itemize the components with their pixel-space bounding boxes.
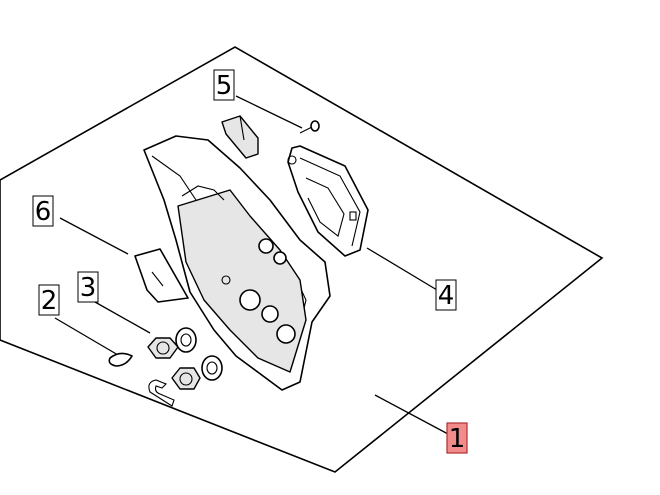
callout-3-label: 3	[80, 273, 97, 303]
leader-lines	[54, 95, 449, 435]
gasket-part	[134, 248, 189, 303]
leader-1	[374, 394, 449, 435]
leader-6	[59, 217, 129, 255]
leader-4	[366, 247, 438, 291]
chain-cover-part	[143, 135, 331, 391]
callout-4[interactable]: 4	[435, 279, 457, 311]
nut-part	[147, 337, 201, 390]
callout-6[interactable]: 6	[32, 195, 54, 227]
callout-2-box	[38, 284, 60, 316]
callout-2[interactable]: 2	[38, 284, 60, 316]
screw-part	[299, 120, 320, 134]
callout-3-box	[77, 271, 99, 303]
callout-6-box	[32, 195, 54, 227]
callout-1-label: 1	[449, 424, 466, 454]
callout-2-label: 2	[41, 286, 58, 316]
callout-3[interactable]: 3	[77, 271, 99, 303]
callout-4-label: 4	[438, 281, 455, 311]
snap-ring-part	[108, 352, 175, 407]
callout-5-box	[213, 69, 235, 101]
callout-1-box	[446, 422, 468, 454]
callout-4-box	[435, 279, 457, 311]
callout-6-label: 6	[35, 197, 52, 227]
leader-3	[94, 301, 151, 334]
callout-5[interactable]: 5	[213, 69, 235, 101]
leader-2	[54, 317, 119, 356]
cover-plate-part	[287, 145, 369, 257]
bushing-part	[175, 327, 223, 381]
leader-5	[235, 95, 303, 129]
slider-block-part	[221, 115, 259, 159]
callout-1[interactable]: 1	[446, 422, 468, 454]
callout-5-label: 5	[216, 71, 233, 101]
